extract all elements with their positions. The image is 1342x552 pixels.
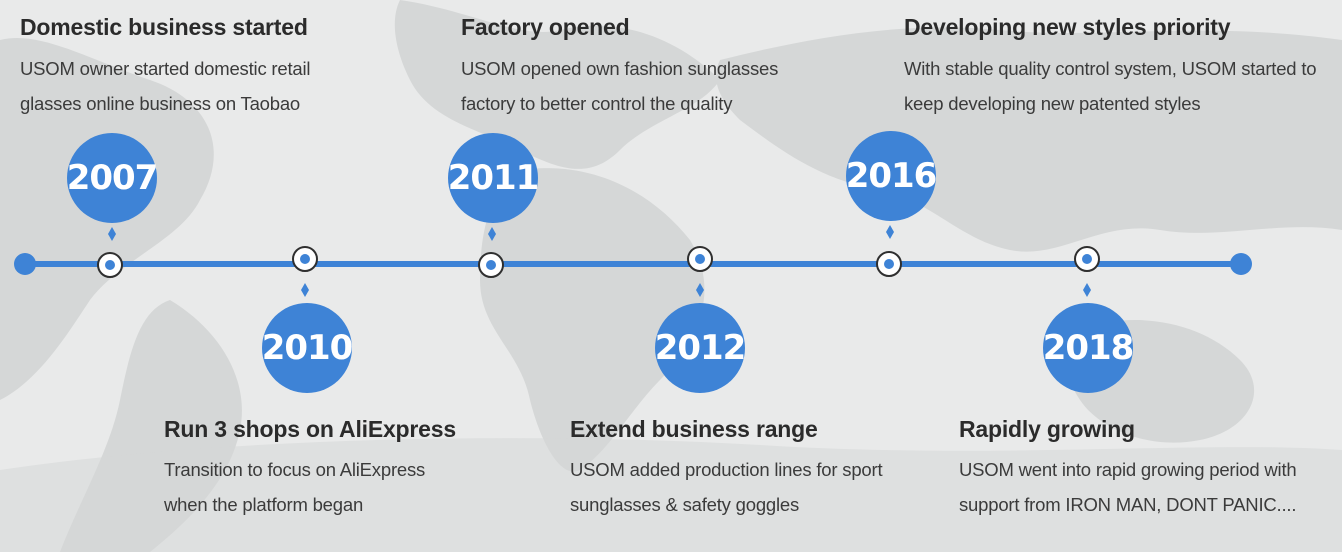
timeline-marker <box>97 252 123 278</box>
milestone-title: Factory opened <box>461 14 630 40</box>
connector-diamond <box>696 283 704 297</box>
milestone-title: Extend business range <box>570 416 818 442</box>
timeline-end-cap <box>1230 253 1252 275</box>
milestone-description: USOM added production lines for sport su… <box>570 459 883 515</box>
milestone-title: Run 3 shops on AliExpress <box>164 416 456 442</box>
connector-diamond <box>301 283 309 297</box>
year-badge: 2012 <box>655 303 746 393</box>
milestone-description: USOM owner started domestic retail glass… <box>20 58 311 114</box>
timeline-marker <box>292 246 318 272</box>
milestone-description: USOM opened own fashion sunglasses facto… <box>461 58 779 114</box>
timeline-marker <box>876 251 902 277</box>
year-badge: 2011 <box>448 133 539 223</box>
timeline-line <box>25 261 1241 267</box>
milestone-title: Rapidly growing <box>959 416 1135 442</box>
milestone-description: USOM went into rapid growing period with… <box>959 459 1297 515</box>
timeline-marker <box>687 246 713 272</box>
timeline-marker <box>478 252 504 278</box>
timeline-marker <box>1074 246 1100 272</box>
milestone-title: Domestic business started <box>20 14 308 40</box>
year-badge: 2007 <box>67 133 158 223</box>
year-badge: 2016 <box>846 131 937 221</box>
connector-diamond <box>1083 283 1091 297</box>
milestone-description: With stable quality control system, USOM… <box>904 58 1317 114</box>
milestone-description: Transition to focus on AliExpress when t… <box>164 459 426 515</box>
connector-diamond <box>886 225 894 239</box>
year-badge: 2010 <box>262 303 353 393</box>
connector-diamond <box>488 227 496 241</box>
connector-diamond <box>108 227 116 241</box>
year-badge: 2018 <box>1043 303 1134 393</box>
timeline-start-cap <box>14 253 36 275</box>
milestone-title: Developing new styles priority <box>904 14 1231 40</box>
